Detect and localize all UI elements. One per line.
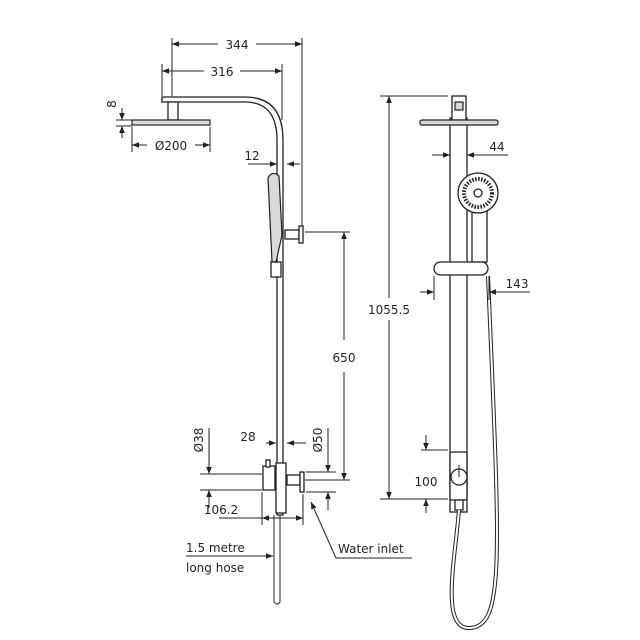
slide-holder	[433, 261, 489, 276]
dim-inlet-diameter: Ø50	[311, 428, 325, 453]
wall-bracket-flange	[298, 225, 304, 244]
inlet-pipe	[286, 474, 301, 486]
handset-handle	[471, 209, 488, 263]
dim-28: 28	[240, 430, 255, 444]
hose-label-line1: 1.5 metre	[186, 541, 245, 555]
dim-valve-diameter: Ø38	[192, 428, 206, 453]
spray-ring	[462, 177, 494, 209]
dim-143: 143	[506, 277, 529, 291]
dim-650: 650	[333, 351, 356, 365]
hose-connector	[270, 261, 282, 278]
dim-344: 344	[226, 38, 249, 52]
dim-12: 12	[244, 149, 259, 163]
valve-handle	[262, 465, 276, 491]
spray-center	[473, 188, 483, 198]
side-view: 344 316 8 Ø200 12 650 Ø38 28 Ø50 106.2 W…	[105, 38, 412, 605]
dim-1055-5: 1055.5	[368, 303, 410, 317]
dim-100: 100	[415, 475, 438, 489]
handset-side	[267, 172, 283, 263]
wall-bracket	[284, 229, 300, 240]
water-inlet-label: Water inlet	[338, 542, 404, 556]
head-nut	[454, 101, 464, 111]
dim-head-diameter: Ø200	[155, 139, 187, 153]
head-connector	[167, 101, 179, 121]
dim-8: 8	[105, 100, 119, 108]
valve-body	[275, 462, 287, 514]
shower-head-front	[419, 119, 499, 126]
dim-106-2: 106.2	[204, 503, 238, 517]
inlet-flange	[299, 471, 305, 493]
dim-44: 44	[489, 140, 504, 154]
hose-outlet	[454, 499, 464, 511]
hose-label-line2: long hose	[186, 561, 244, 575]
hose-side	[273, 515, 281, 605]
dim-316: 316	[211, 65, 234, 79]
front-view: 1055.5 44 143 100	[366, 95, 530, 631]
shower-head-side	[131, 119, 211, 126]
shower-arm	[161, 96, 284, 516]
valve-lever	[265, 459, 271, 468]
